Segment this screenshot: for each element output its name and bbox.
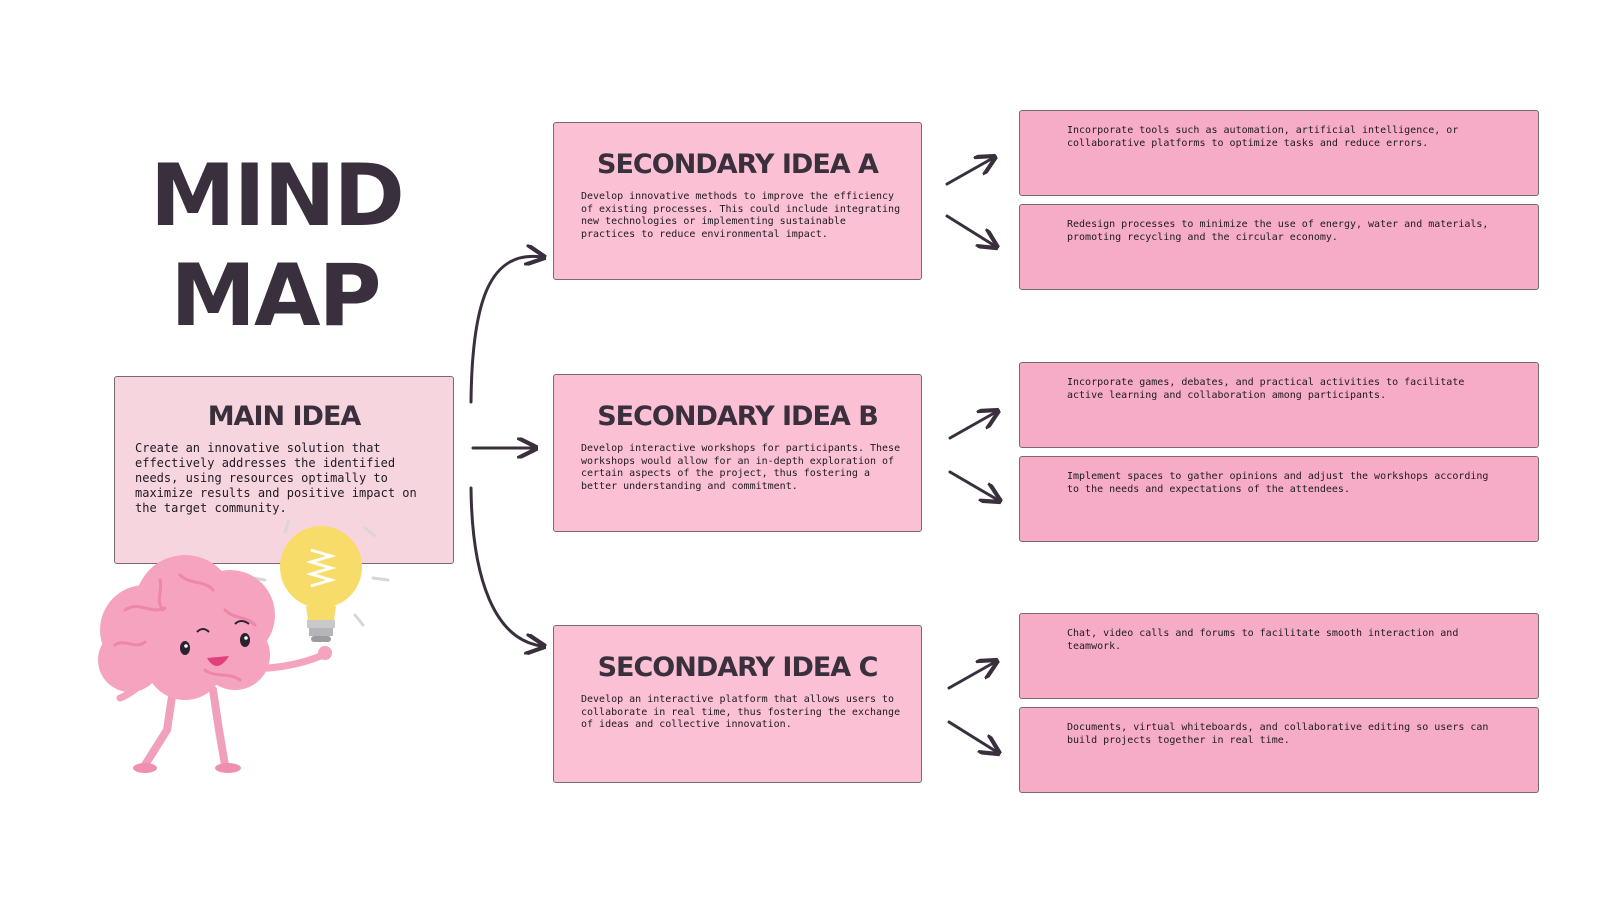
detail-box-a1: Incorporate tools such as automation, ar… [1019, 110, 1539, 196]
detail-text-a2: Redesign processes to minimize the use o… [1067, 219, 1489, 243]
arrow-c-to-detail-1 [947, 662, 995, 690]
detail-box-b1: Incorporate games, debates, and practica… [1019, 362, 1539, 448]
secondary-idea-a-text: Develop innovative methods to improve th… [581, 191, 901, 240]
lightbulb-icon [280, 526, 362, 608]
detail-text-c1: Chat, video calls and forums to facilita… [1067, 628, 1459, 652]
detail-box-a2: Redesign processes to minimize the use o… [1019, 204, 1539, 290]
secondary-idea-a-box: SECONDARY IDEA A Develop innovative meth… [553, 122, 922, 280]
main-idea-text: Create an innovative solution that effec… [135, 441, 417, 515]
arrow-main-to-c [469, 486, 542, 646]
secondary-idea-c-heading: SECONDARY IDEA C [597, 652, 879, 683]
secondary-idea-c-text: Develop an interactive platform that all… [581, 694, 901, 730]
arrow-a-to-detail-2 [945, 214, 995, 246]
secondary-idea-b-box: SECONDARY IDEA B Develop interactive wor… [553, 374, 922, 532]
detail-text-c2: Documents, virtual whiteboards, and coll… [1067, 722, 1489, 746]
detail-box-c1: Chat, video calls and forums to facilita… [1019, 613, 1539, 699]
secondary-idea-b-heading: SECONDARY IDEA B [597, 401, 879, 432]
detail-text-b1: Incorporate games, debates, and practica… [1067, 377, 1465, 401]
page-title: MIND MAP [150, 146, 405, 346]
main-idea-heading: MAIN IDEA [207, 401, 362, 432]
title-line-1: MIND [150, 146, 405, 246]
arrow-a-to-detail-1 [945, 158, 993, 186]
arrow-c-to-detail-2 [947, 720, 997, 752]
arrow-b-to-detail-2 [948, 470, 998, 500]
arrow-main-to-a [469, 256, 542, 404]
detail-text-a1: Incorporate tools such as automation, ar… [1067, 125, 1459, 149]
brain-with-lightbulb-icon [98, 520, 390, 773]
detail-box-b2: Implement spaces to gather opinions and … [1019, 456, 1539, 542]
detail-box-c2: Documents, virtual whiteboards, and coll… [1019, 707, 1539, 793]
secondary-idea-a-heading: SECONDARY IDEA A [597, 149, 879, 180]
secondary-idea-c-box: SECONDARY IDEA C Develop an interactive … [553, 625, 922, 783]
detail-text-b2: Implement spaces to gather opinions and … [1067, 471, 1489, 495]
main-idea-box: MAIN IDEA Create an innovative solution … [114, 376, 454, 564]
title-line-2: MAP [170, 246, 381, 346]
secondary-idea-b-text: Develop interactive workshops for partic… [581, 443, 901, 492]
arrow-b-to-detail-1 [948, 412, 996, 440]
